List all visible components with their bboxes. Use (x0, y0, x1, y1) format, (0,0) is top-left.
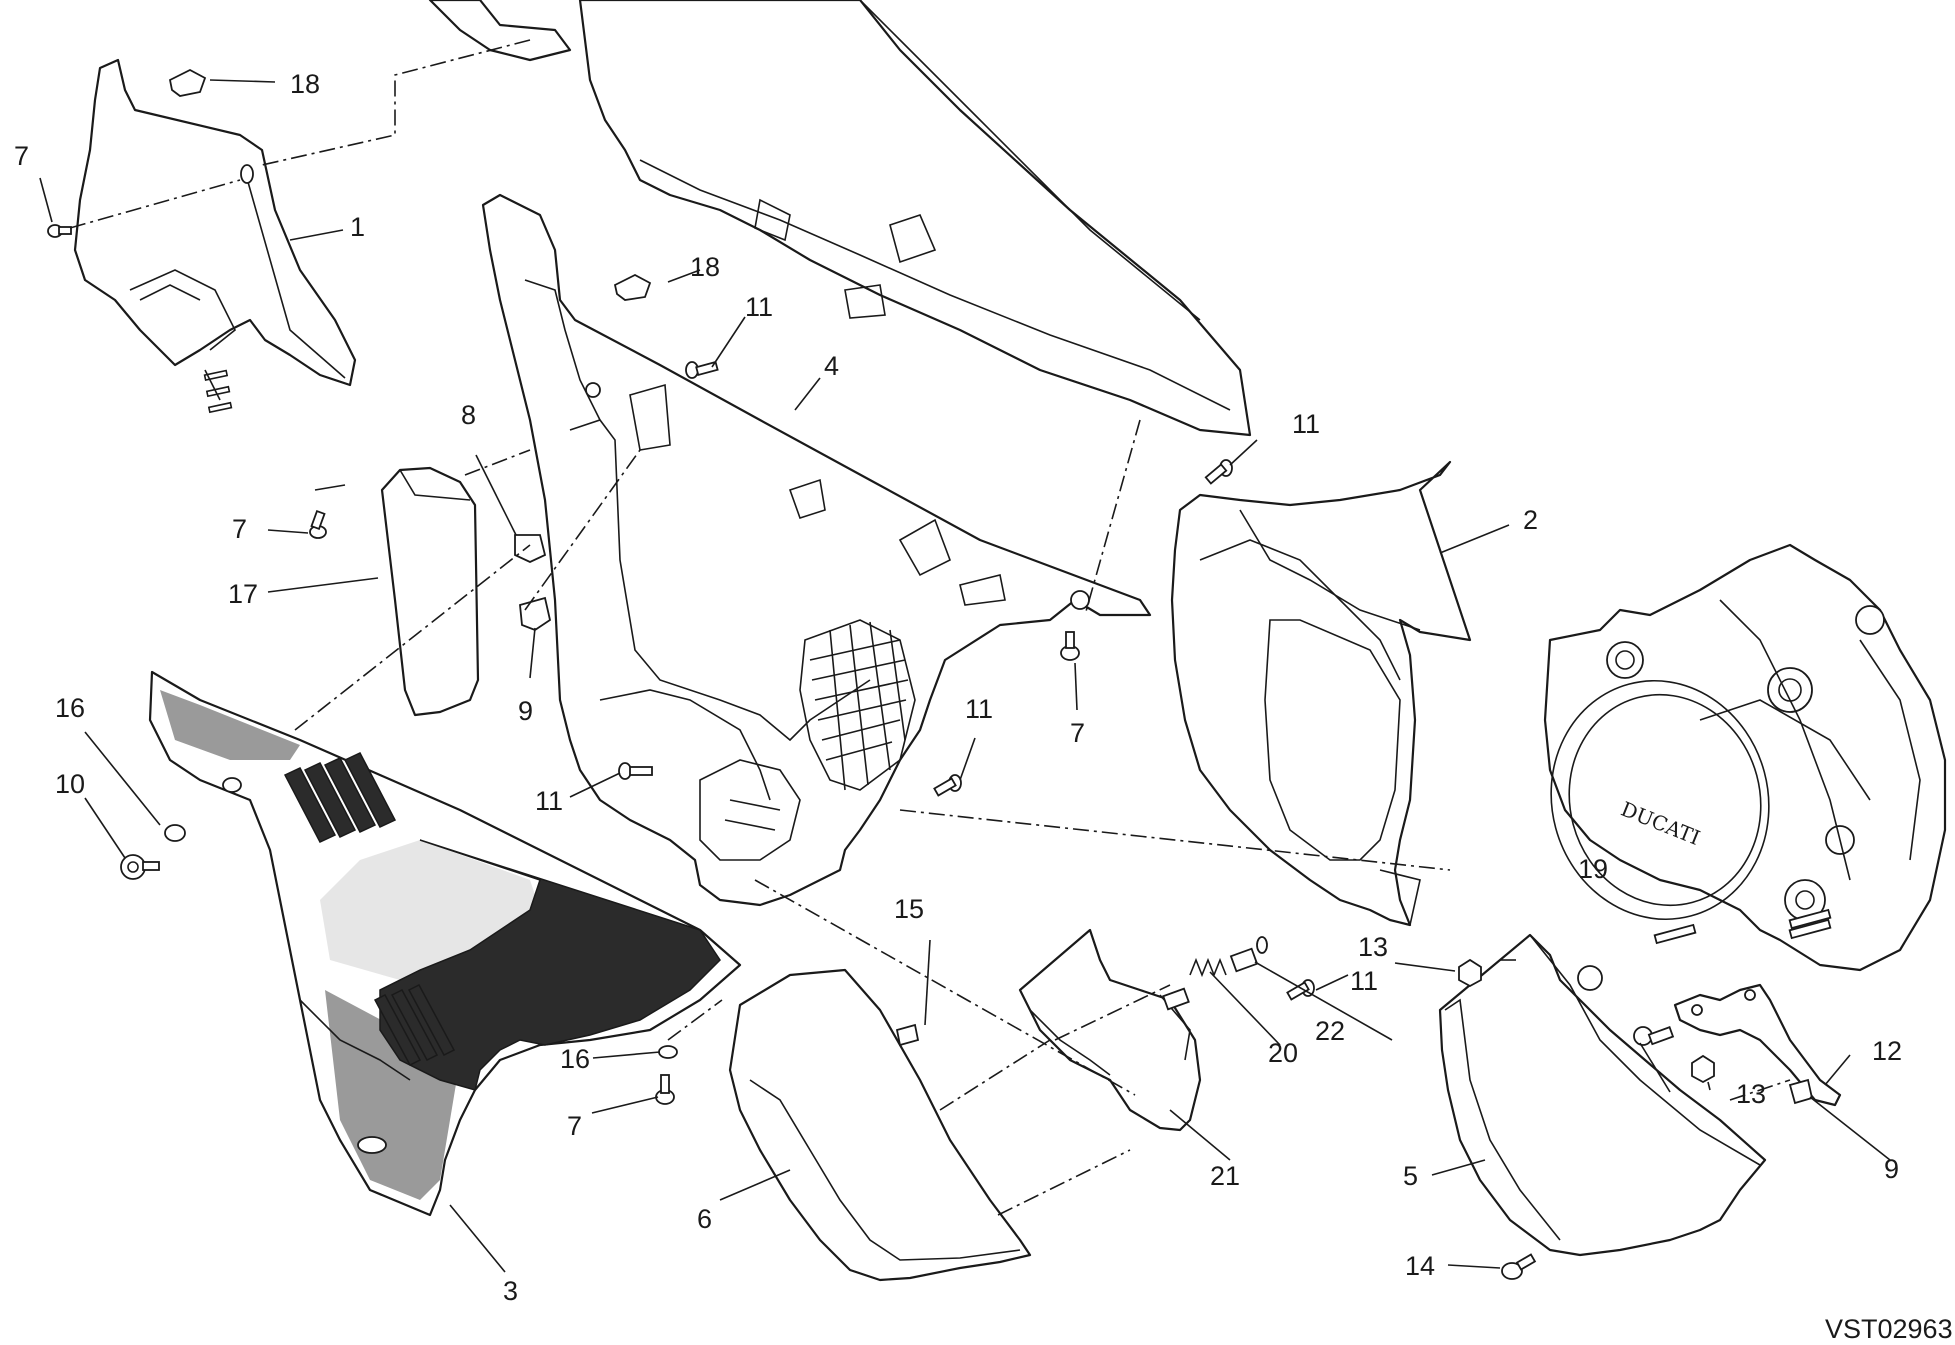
label-12: 12 (1872, 1036, 1902, 1066)
screw-7-upper-left (47, 224, 72, 238)
label-7-upper: 7 (14, 141, 29, 171)
grommet-18-upper (168, 68, 207, 97)
label-13-upper: 13 (1358, 932, 1388, 962)
label-11-top-right: 11 (1292, 409, 1320, 439)
part-4-center-side-panel (481, 193, 1152, 907)
label-18-upper: 18 (290, 69, 320, 99)
label-2: 2 (1523, 505, 1538, 535)
label-13-lower: 13 (1736, 1079, 1766, 1109)
label-8: 8 (461, 400, 476, 430)
label-4: 4 (824, 351, 839, 381)
screw-11-c (618, 762, 653, 780)
assembly-lines (69, 39, 1791, 1216)
label-15: 15 (894, 894, 924, 924)
screw-7-lower (655, 1074, 675, 1105)
part-3-lower-fairing (148, 670, 742, 1217)
label-3: 3 (503, 1276, 518, 1306)
label-22: 22 (1315, 1016, 1345, 1046)
label-11-mid-right: 11 (965, 694, 993, 724)
part-1-upper-side-panel (73, 58, 357, 414)
part-21-cover (1018, 928, 1202, 1132)
clip-9-right (1788, 1078, 1814, 1105)
label-5: 5 (1403, 1161, 1418, 1191)
label-16-left: 16 (55, 693, 85, 723)
screw-7-mid-left (309, 509, 327, 539)
part-4-mesh-grille (799, 619, 916, 791)
label-14: 14 (1405, 1251, 1435, 1281)
screw-10 (120, 854, 160, 880)
drawing-code: VST02963 (1825, 1314, 1953, 1344)
washer-16-left (164, 824, 186, 842)
label-6: 6 (697, 1204, 712, 1234)
label-11-lower: 11 (1350, 966, 1378, 996)
nut-13-lower (1691, 1054, 1715, 1084)
label-9-left: 9 (518, 696, 533, 726)
label-11-top-center: 11 (745, 292, 773, 322)
label-7-mid-left: 7 (232, 514, 247, 544)
label-21: 21 (1210, 1161, 1240, 1191)
label-10: 10 (55, 769, 85, 799)
clip-15 (895, 1023, 920, 1047)
label-16-lower: 16 (560, 1044, 590, 1074)
label-18-middle: 18 (690, 252, 720, 282)
part-12-bracket (1673, 983, 1842, 1107)
screw-19 (1633, 1026, 1675, 1046)
clip-9-left (519, 596, 552, 632)
part-5-lower-right-cover (1438, 933, 1767, 1257)
screw-14 (1501, 1253, 1537, 1280)
label-1: 1 (350, 212, 365, 242)
label-9-right: 9 (1884, 1154, 1899, 1184)
screw-11-b (1204, 459, 1233, 485)
screw-11-d (933, 774, 962, 797)
screw-7-center (1060, 631, 1080, 661)
part-labels: 18 7 1 18 11 4 11 8 2 7 17 9 7 16 11 10 … (14, 69, 1902, 1306)
grommet-18-middle (613, 273, 652, 301)
part-2-right-side-panel (1170, 460, 1472, 927)
bushing-22 (1229, 936, 1268, 973)
label-20: 20 (1268, 1038, 1298, 1068)
label-7-center: 7 (1070, 718, 1085, 748)
spring-20 (1189, 957, 1227, 978)
label-19: 19 (1578, 854, 1608, 884)
label-7-lower: 7 (567, 1111, 582, 1141)
screw-11-e (1286, 979, 1315, 1001)
label-17: 17 (228, 579, 258, 609)
engine-clutch-cover: DUCATI (1543, 543, 1947, 972)
engine-bolts (1653, 908, 1832, 945)
leader-lines (39, 79, 1891, 1273)
part-3-stripe-pattern (283, 752, 456, 1066)
washer-16-lower (658, 1045, 678, 1059)
clip-8 (514, 534, 547, 563)
nut-13-upper (1458, 958, 1482, 988)
label-11-mid-left: 11 (535, 786, 563, 816)
part-6-lower-panel (728, 968, 1032, 1282)
hardware-items (47, 68, 1832, 1280)
part-17-vertical-panel (380, 466, 480, 717)
top-trim-frame (428, 0, 1252, 437)
